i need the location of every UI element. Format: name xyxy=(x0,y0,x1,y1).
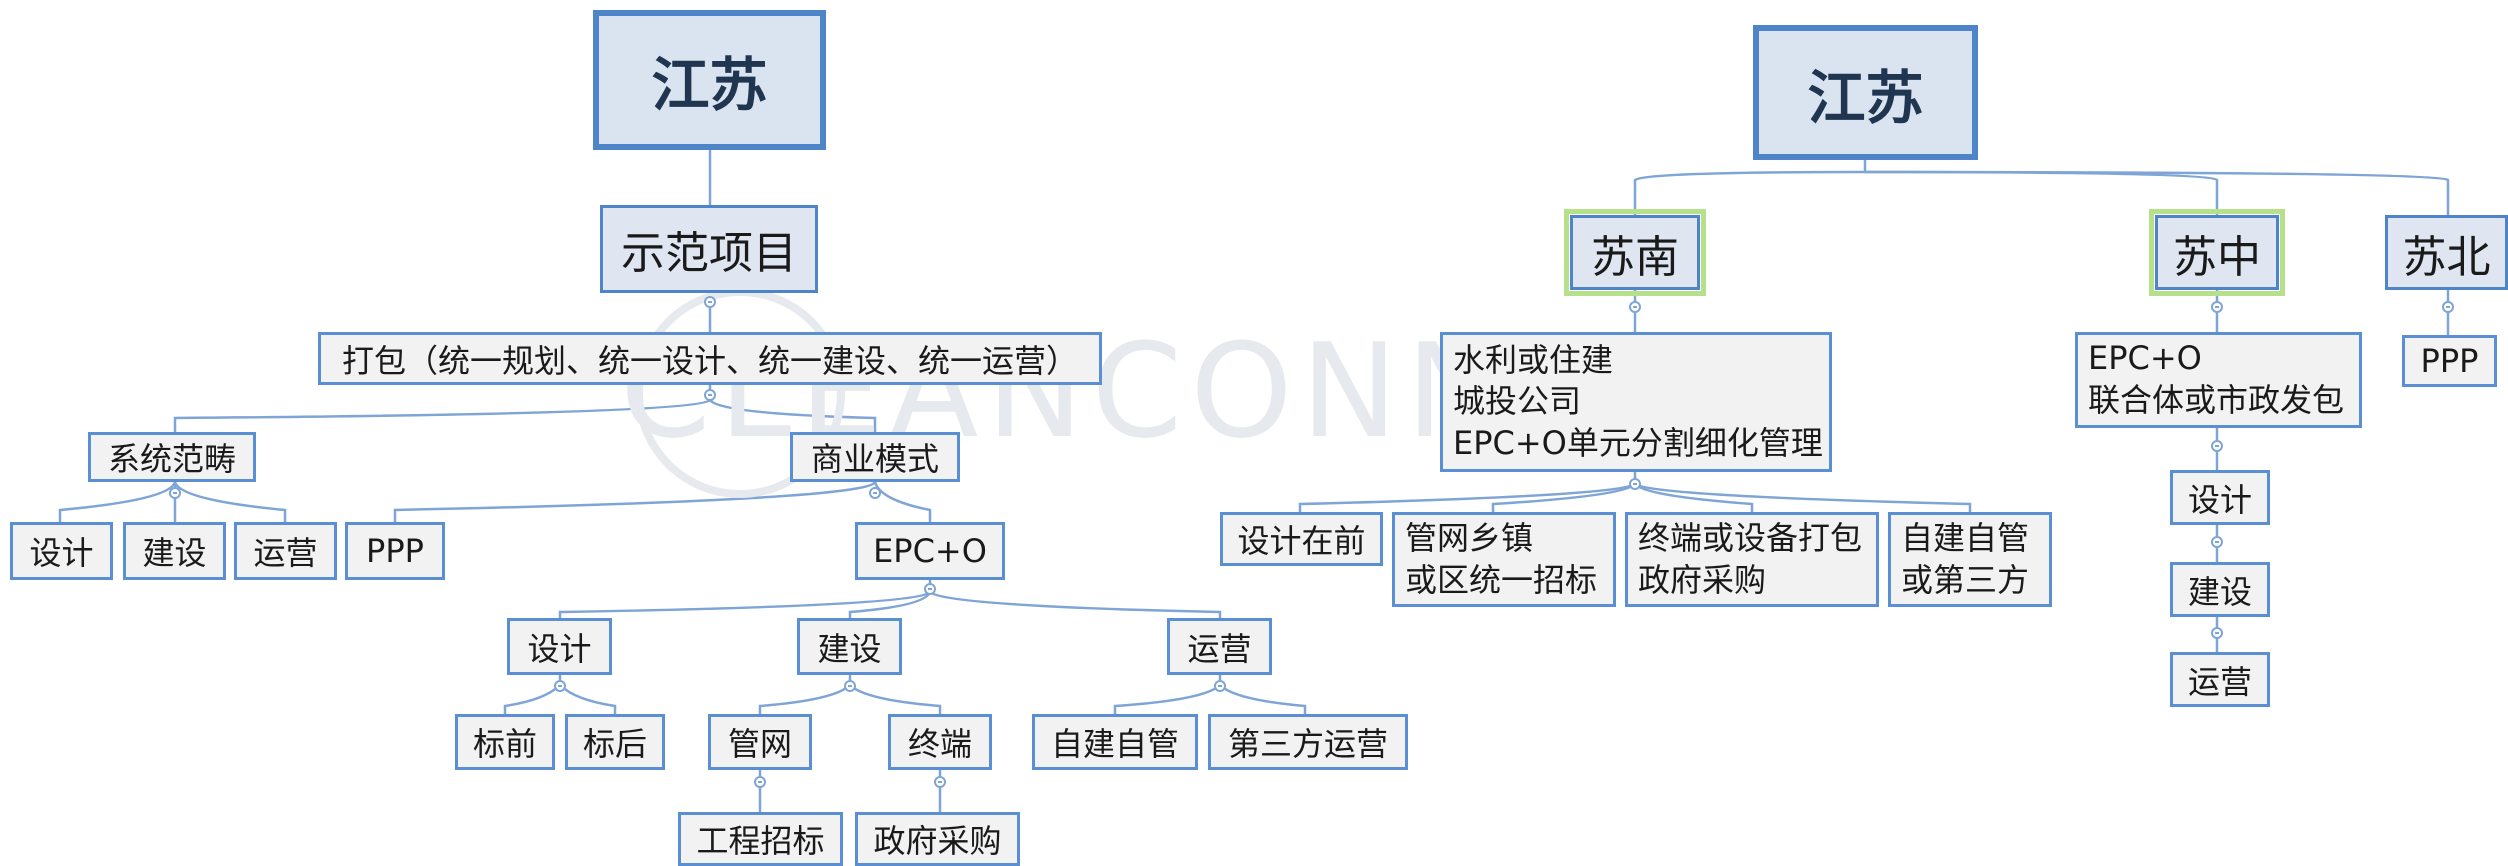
system-build-node[interactable]: 建设 xyxy=(123,522,226,580)
gov-purchase-node[interactable]: 政府采购 xyxy=(855,812,1020,866)
pipe-town-tender-node[interactable]: 管网乡镇 或区统一招标 xyxy=(1392,512,1616,607)
south-detail-line-1: 水利或住建 xyxy=(1453,340,1614,379)
central-detail-line-2: 联合体或市政发包 xyxy=(2088,381,2345,419)
terminal-node[interactable]: 终端 xyxy=(888,714,992,770)
south-detail-node[interactable]: 水利或住建 城投公司 EPC+O单元分割细化管理 xyxy=(1440,332,1832,472)
system-scope-node[interactable]: 系统范畴 xyxy=(88,432,256,482)
design-node[interactable]: 设计 xyxy=(507,618,612,675)
system-design-node[interactable]: 设计 xyxy=(10,522,113,580)
central-jiangsu-node[interactable]: 苏中 xyxy=(2149,209,2285,296)
terminal-pack-line-1: 终端或设备打包 xyxy=(1638,518,1863,557)
operate-node[interactable]: 运营 xyxy=(1167,618,1272,675)
package-node[interactable]: 打包（统一规划、统一设计、统一建设、统一运营） xyxy=(318,332,1102,385)
south-detail-line-3: EPC+O单元分割细化管理 xyxy=(1453,423,1823,462)
self-or-third-line-1: 自建自管 xyxy=(1901,518,2030,557)
post-bid-node[interactable]: 标后 xyxy=(565,714,665,770)
pre-bid-node[interactable]: 标前 xyxy=(455,714,555,770)
epc-o-node[interactable]: EPC+O xyxy=(855,522,1005,580)
left-root-node[interactable]: 江苏 xyxy=(593,10,826,150)
self-build-manage-node[interactable]: 自建自管 xyxy=(1032,714,1198,770)
pipe-network-node[interactable]: 管网 xyxy=(708,714,812,770)
terminal-pack-line-2: 政府采购 xyxy=(1638,560,1767,599)
right-root-node[interactable]: 江苏 xyxy=(1753,25,1978,160)
collapse-icon[interactable] xyxy=(169,487,181,499)
self-or-third-node[interactable]: 自建自管 或第三方 xyxy=(1888,512,2052,607)
collapse-icon[interactable] xyxy=(1629,478,1641,490)
third-party-operate-node[interactable]: 第三方运营 xyxy=(1208,714,1408,770)
pipe-town-line-2: 或区统一招标 xyxy=(1405,560,1598,599)
collapse-icon[interactable] xyxy=(1214,680,1226,692)
collapse-icon[interactable] xyxy=(704,389,716,401)
north-jiangsu-node[interactable]: 苏北 xyxy=(2385,215,2508,290)
collapse-icon[interactable] xyxy=(869,487,881,499)
south-detail-line-2: 城投公司 xyxy=(1453,382,1582,421)
demo-project-node[interactable]: 示范项目 xyxy=(600,205,818,293)
collapse-icon[interactable] xyxy=(924,583,936,595)
central-design-node[interactable]: 设计 xyxy=(2170,470,2270,525)
collapse-icon[interactable] xyxy=(2211,440,2223,452)
business-model-node[interactable]: 商业模式 xyxy=(790,432,960,482)
collapse-icon[interactable] xyxy=(554,680,566,692)
build-node[interactable]: 建设 xyxy=(797,618,902,675)
self-or-third-line-2: 或第三方 xyxy=(1901,560,2030,599)
collapse-icon[interactable] xyxy=(934,776,946,788)
south-jiangsu-node[interactable]: 苏南 xyxy=(1564,209,1706,296)
collapse-icon[interactable] xyxy=(1629,301,1641,313)
ppp-node[interactable]: PPP xyxy=(345,522,445,580)
collapse-icon[interactable] xyxy=(754,776,766,788)
system-operate-node[interactable]: 运营 xyxy=(234,522,337,580)
collapse-icon[interactable] xyxy=(2442,301,2454,313)
central-detail-line-1: EPC+O xyxy=(2088,339,2202,378)
north-ppp-node[interactable]: PPP xyxy=(2402,335,2497,387)
collapse-icon[interactable] xyxy=(2211,301,2223,313)
collapse-icon[interactable] xyxy=(704,296,716,308)
central-detail-node[interactable]: EPC+O 联合体或市政发包 xyxy=(2075,332,2362,428)
collapse-icon[interactable] xyxy=(844,680,856,692)
collapse-icon[interactable] xyxy=(2211,627,2223,639)
central-build-node[interactable]: 建设 xyxy=(2170,562,2270,617)
pipe-town-line-1: 管网乡镇 xyxy=(1405,518,1534,557)
engineering-tender-node[interactable]: 工程招标 xyxy=(678,812,843,866)
central-operate-node[interactable]: 运营 xyxy=(2170,652,2270,707)
terminal-pack-node[interactable]: 终端或设备打包 政府采购 xyxy=(1625,512,1879,607)
collapse-icon[interactable] xyxy=(2211,536,2223,548)
design-first-node[interactable]: 设计在前 xyxy=(1220,512,1383,566)
